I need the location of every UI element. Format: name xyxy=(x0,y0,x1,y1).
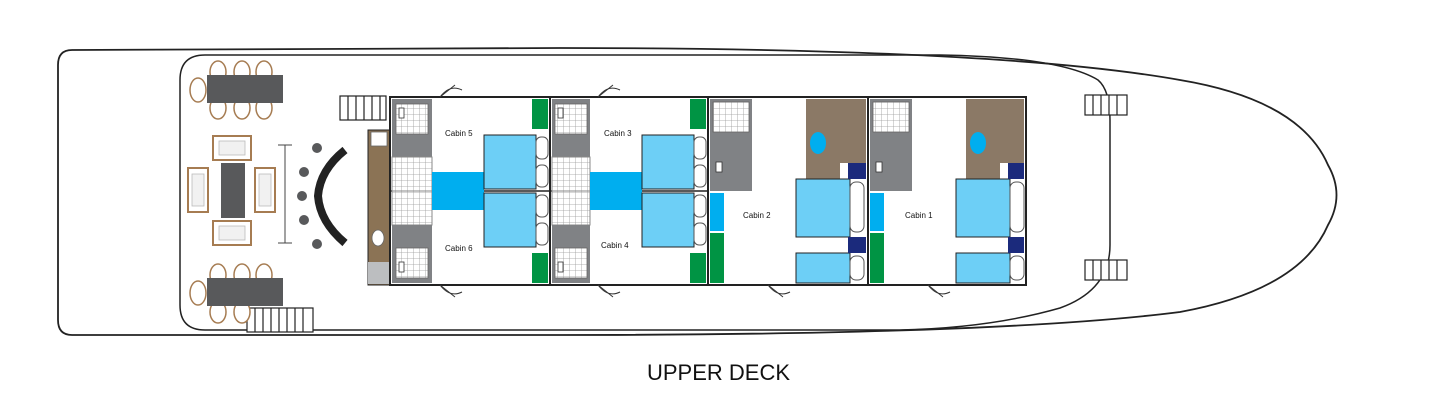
cabin-4-label: Cabin 4 xyxy=(601,241,629,250)
cabin-1-room xyxy=(867,96,1027,298)
cabin-block-5-6 xyxy=(389,84,551,298)
bar-counter xyxy=(367,129,391,286)
stairs-aft-top xyxy=(339,95,387,121)
stairs-bow-bottom xyxy=(1084,259,1128,281)
inner-deck-line xyxy=(179,54,1111,331)
lounge-table-set xyxy=(187,135,276,246)
stairs-bow-top xyxy=(1084,94,1128,116)
dining-set-top xyxy=(189,60,283,120)
cabin-block-3-4 xyxy=(549,84,709,298)
cabin-2-room xyxy=(707,96,869,298)
deck-title: UPPER DECK xyxy=(646,360,791,385)
stairs-aft-bottom xyxy=(246,307,314,333)
bar-area xyxy=(278,143,348,249)
cabin-5-label: Cabin 5 xyxy=(445,129,473,138)
dining-set-bottom xyxy=(189,263,283,324)
cabin-2-label: Cabin 2 xyxy=(743,211,771,220)
cabin-6-label: Cabin 6 xyxy=(445,244,473,253)
cabin-3-label: Cabin 3 xyxy=(604,129,632,138)
cabin-1-label: Cabin 1 xyxy=(905,211,933,220)
